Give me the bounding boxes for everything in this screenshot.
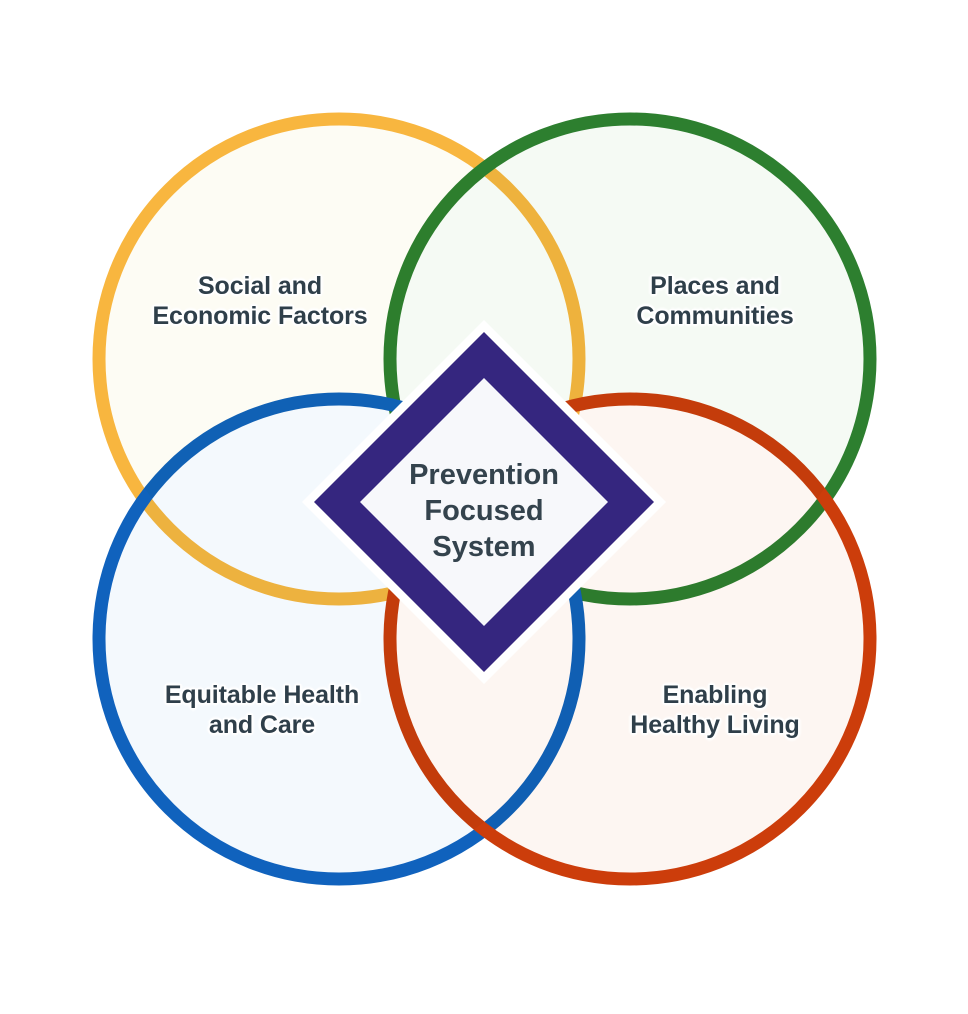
circle-ring-places-communities[interactable] xyxy=(383,112,877,606)
circle-ring-enabling-healthy-living[interactable] xyxy=(383,392,877,886)
center-diamond-fill xyxy=(360,378,608,626)
circle-ring-equitable-health-care[interactable] xyxy=(92,392,586,886)
center-diamond[interactable] xyxy=(302,320,666,684)
circle-ring-social-economic[interactable] xyxy=(92,112,586,606)
